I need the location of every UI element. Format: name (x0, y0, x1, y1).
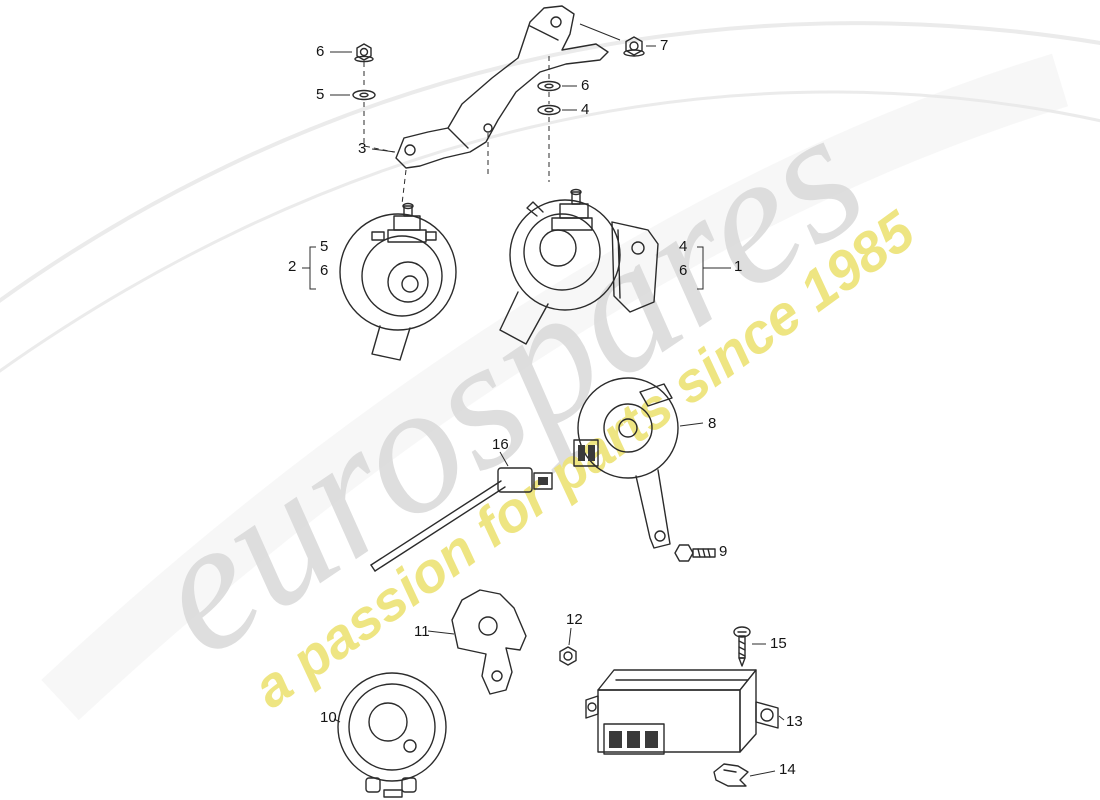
tapping-screw-drawing (733, 626, 751, 667)
callout-mounting-bracket: 3 (358, 140, 367, 157)
hex-bolt-drawing (674, 544, 716, 562)
hex-nut-right-drawing (623, 36, 645, 57)
callout-alarm-horn: 10 (320, 709, 337, 726)
callout-tapping-screw: 15 (770, 635, 787, 652)
washer-right-lower-drawing (537, 104, 561, 116)
callout-disc-horn: 8 (708, 415, 717, 432)
callout-washer-right-lower: 4 (581, 101, 590, 118)
callout-washer-top: 5 (316, 86, 325, 103)
washer-top-drawing (352, 89, 376, 101)
callout-nut-top: 6 (316, 43, 325, 60)
callout-nut-small: 12 (566, 611, 583, 628)
callout-horn-left-sub-lower: 6 (320, 262, 329, 279)
callout-speed-nut-clip: 14 (779, 761, 796, 778)
alarm-bracket-drawing (451, 589, 527, 695)
speed-nut-clip-drawing (713, 763, 749, 787)
callout-horn-right-sub-lower: 6 (679, 262, 688, 279)
washer-right-upper-drawing (537, 80, 561, 92)
callout-sensor-lead: 16 (492, 436, 509, 453)
disc-horn-drawing (573, 377, 679, 549)
callout-horn-left: 2 (288, 258, 297, 275)
alarm-horn-drawing (337, 672, 447, 798)
callout-hex-bolt: 9 (719, 543, 728, 560)
callout-control-unit: 13 (786, 713, 803, 730)
callout-horn-right: 1 (734, 258, 743, 275)
group-bracket-right (697, 246, 731, 290)
callout-horn-left-sub-upper: 5 (320, 238, 329, 255)
assembly-dashed-lines (363, 56, 550, 205)
fanfare-horn-left-drawing (339, 202, 457, 361)
callout-alarm-bracket: 11 (414, 623, 430, 640)
hex-nut-small-drawing (559, 646, 577, 666)
callout-leader-lines (330, 23, 785, 777)
mounting-bracket-drawing (395, 5, 609, 169)
hex-nut-top-drawing (354, 43, 374, 63)
sensor-lead-drawing (370, 467, 553, 572)
control-unit-drawing (585, 669, 779, 755)
group-bracket-left (302, 246, 316, 290)
fanfare-horn-right-drawing (499, 188, 659, 345)
callout-nut-right: 7 (660, 37, 669, 54)
callout-washer-right-upper: 6 (581, 77, 590, 94)
callout-horn-right-sub-upper: 4 (679, 238, 688, 255)
